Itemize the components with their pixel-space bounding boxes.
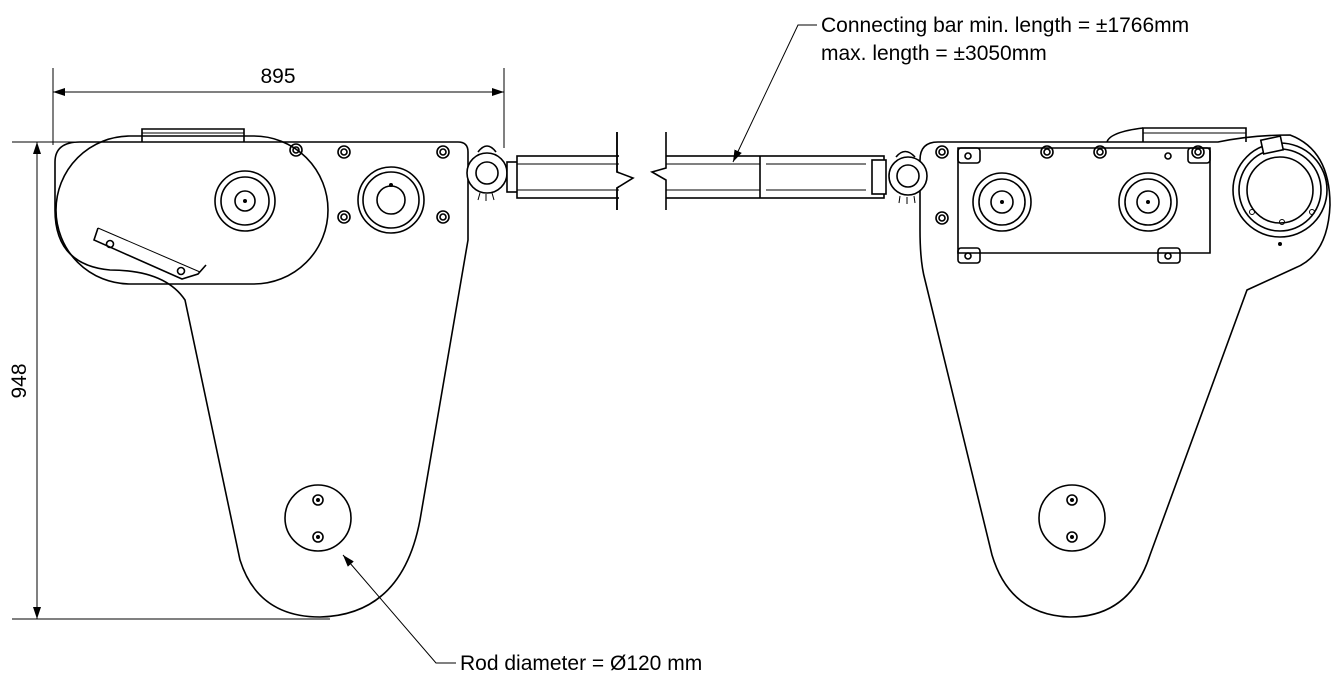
left-bracket bbox=[54, 128, 508, 618]
connecting-bar-leader: Connecting bar min. length = ±1766mm max… bbox=[732, 14, 1189, 163]
bolt bbox=[935, 145, 1205, 225]
right-bracket bbox=[888, 127, 1331, 618]
height-dimension-label: 948 bbox=[8, 363, 31, 398]
connecting-bar-right bbox=[640, 132, 887, 210]
connecting-bar-label-line2: max. length = ±3050mm bbox=[821, 42, 1047, 65]
rod bbox=[284, 484, 352, 552]
rod-diameter-label: Rod diameter = Ø120 mm bbox=[460, 652, 702, 675]
connecting-bar-left bbox=[506, 132, 639, 210]
bolt bbox=[289, 143, 450, 224]
connecting-bar-label-line1: Connecting bar min. length = ±1766mm bbox=[821, 14, 1189, 37]
rod-diameter-leader: Rod diameter = Ø120 mm bbox=[342, 554, 702, 675]
width-dimension: 895 bbox=[52, 65, 505, 148]
width-dimension-label: 895 bbox=[260, 65, 295, 88]
